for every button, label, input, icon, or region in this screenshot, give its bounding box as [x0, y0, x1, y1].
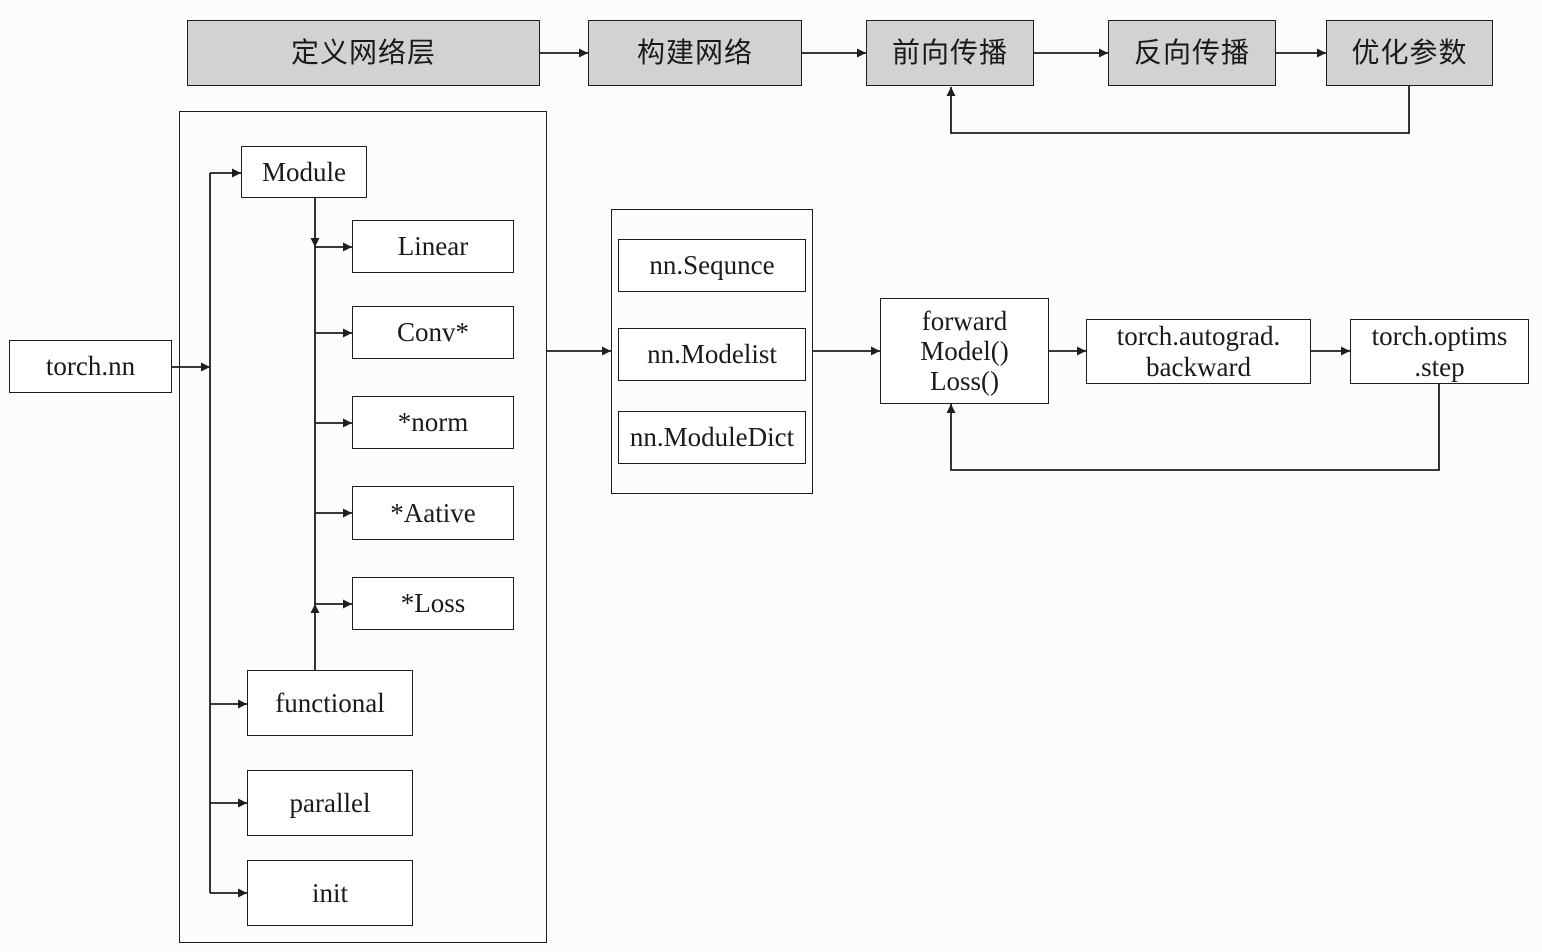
stage-back-propagation: 反向传播 — [1108, 20, 1276, 86]
forward-box: forward Model() Loss() — [880, 298, 1049, 404]
nn-module-group — [179, 111, 547, 943]
loop-step-to-forward — [946, 384, 1440, 471]
optim-step-box: torch.optims .step — [1350, 319, 1529, 384]
parallel-box: parallel — [247, 770, 413, 836]
norm-box: *norm — [352, 396, 514, 449]
functional-box: functional — [247, 670, 413, 736]
loss-call-label: Loss() — [930, 366, 999, 397]
stage-optimize-params: 优化参数 — [1326, 20, 1493, 86]
forward-label: forward — [921, 305, 1008, 336]
loss-box: *Loss — [352, 577, 514, 630]
stage-build-network: 构建网络 — [588, 20, 802, 86]
moduledict-box: nn.ModuleDict — [618, 411, 806, 464]
linear-box: Linear — [352, 220, 514, 273]
model-call-label: Model() — [920, 335, 1009, 366]
containers-group — [611, 209, 813, 494]
backward-label: backward — [1146, 351, 1251, 382]
modulelist-box: nn.Modelist — [618, 328, 806, 381]
module-box: Module — [241, 146, 367, 198]
autograd-label: torch.autograd. — [1116, 321, 1281, 352]
activation-box: *Aative — [352, 486, 514, 540]
init-box: init — [247, 860, 413, 926]
stage-forward-propagation: 前向传播 — [866, 20, 1034, 86]
optims-label: torch.optims — [1371, 321, 1508, 352]
sequential-box: nn.Sequnce — [618, 239, 806, 292]
step-label: .step — [1414, 351, 1465, 382]
autograd-backward-box: torch.autograd. backward — [1086, 319, 1311, 384]
loop-optimize-to-forward — [946, 86, 1410, 134]
conv-box: Conv* — [352, 306, 514, 359]
torch-nn-box: torch.nn — [9, 340, 172, 393]
stage-define-layers: 定义网络层 — [187, 20, 540, 86]
